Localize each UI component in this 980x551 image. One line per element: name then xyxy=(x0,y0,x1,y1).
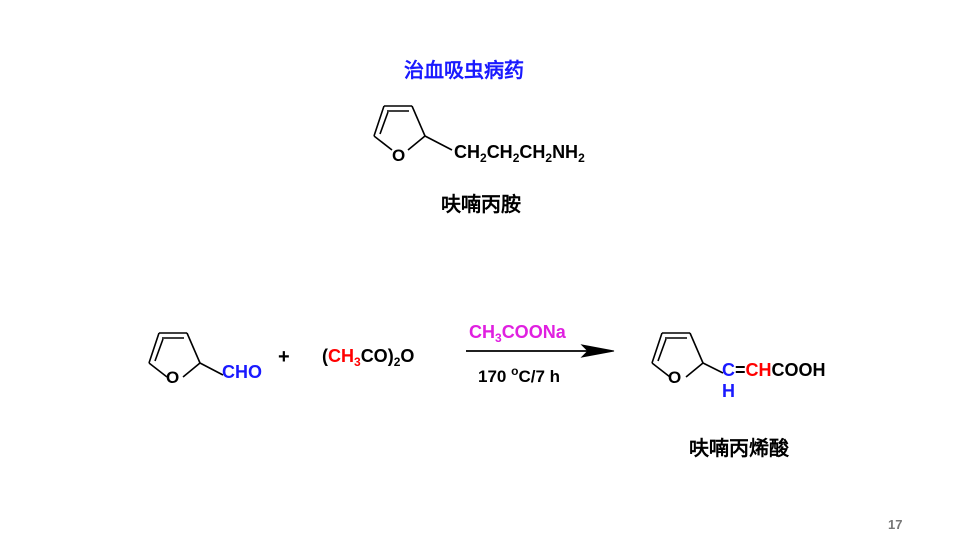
reagent-sodium-acetate: CH3COONa xyxy=(469,322,566,345)
reagent-coona: COONa xyxy=(501,322,566,342)
ring-bond xyxy=(651,362,671,378)
ring-bond xyxy=(148,362,168,378)
chain-sub: 2 xyxy=(480,151,487,165)
vinyl-ch: CH xyxy=(745,360,772,380)
slide-title: 治血吸虫病药 xyxy=(404,60,524,82)
acrylic-acid-chain: C=CHCOOH xyxy=(722,360,826,381)
reaction-arrow-icon xyxy=(466,344,615,358)
chain-ch: CH xyxy=(519,142,546,162)
carboxyl-group: COOH xyxy=(771,360,826,380)
compound1-name: 呋喃丙胺 xyxy=(441,194,521,216)
substituent-bond xyxy=(424,135,453,151)
anhydride-o: O xyxy=(400,346,415,366)
aldehyde-group: CHO xyxy=(222,362,262,382)
double-bond: = xyxy=(735,360,746,380)
ring-bond xyxy=(186,332,201,364)
ring-bond xyxy=(148,332,160,364)
furan-ring-icon xyxy=(651,332,724,378)
page-number: 17 xyxy=(888,517,903,532)
vinyl-c: C xyxy=(722,360,735,380)
chain-ch: CH xyxy=(486,142,513,162)
vinyl-h: H xyxy=(722,381,735,401)
substituent-bond xyxy=(702,362,724,374)
ring-bond xyxy=(411,105,426,137)
ring-oxygen: O xyxy=(166,368,180,387)
furan-ring-icon xyxy=(148,332,224,378)
ring-bond xyxy=(685,362,704,378)
ring-double-bond xyxy=(379,111,389,135)
ring-bond xyxy=(373,135,393,151)
substituent-bond xyxy=(199,362,224,376)
ring-bond xyxy=(651,332,663,364)
methyl-ch: CH xyxy=(328,346,354,366)
carbonyl-co: CO) xyxy=(360,346,394,366)
paren-open: ( xyxy=(322,346,328,366)
ring-bond xyxy=(373,105,385,137)
propylamine-chain: CH2CH2CH2NH2 xyxy=(454,142,585,165)
chain-sub: 2 xyxy=(545,151,553,165)
ring-bond xyxy=(689,332,704,364)
anhydride-sub: 2 xyxy=(393,355,401,369)
temperature-time: C/7 h xyxy=(518,367,560,386)
furan-ring-icon xyxy=(373,105,453,151)
chain-ch: CH xyxy=(454,142,480,162)
ring-bond xyxy=(407,135,426,151)
ring-oxygen: O xyxy=(668,368,682,387)
plus-sign: + xyxy=(278,346,290,368)
reagent-sub: 3 xyxy=(495,331,502,345)
chain-sub: 2 xyxy=(578,151,585,165)
acetic-anhydride: (CH3CO)2O xyxy=(322,346,414,369)
reagent-ch: CH xyxy=(469,322,495,342)
temperature-value: 170 xyxy=(478,367,512,386)
chain-nh: NH xyxy=(552,142,579,162)
reaction-conditions: 170 oC/7 h xyxy=(478,364,560,387)
chain-sub: 2 xyxy=(512,151,520,165)
ring-double-bond xyxy=(154,338,164,362)
ring-bond xyxy=(182,362,201,378)
methyl-sub: 3 xyxy=(354,355,361,369)
ring-oxygen: O xyxy=(392,146,406,165)
product-name: 呋喃丙烯酸 xyxy=(689,438,789,460)
degree-sign: o xyxy=(511,364,519,378)
ring-double-bond xyxy=(657,338,667,362)
